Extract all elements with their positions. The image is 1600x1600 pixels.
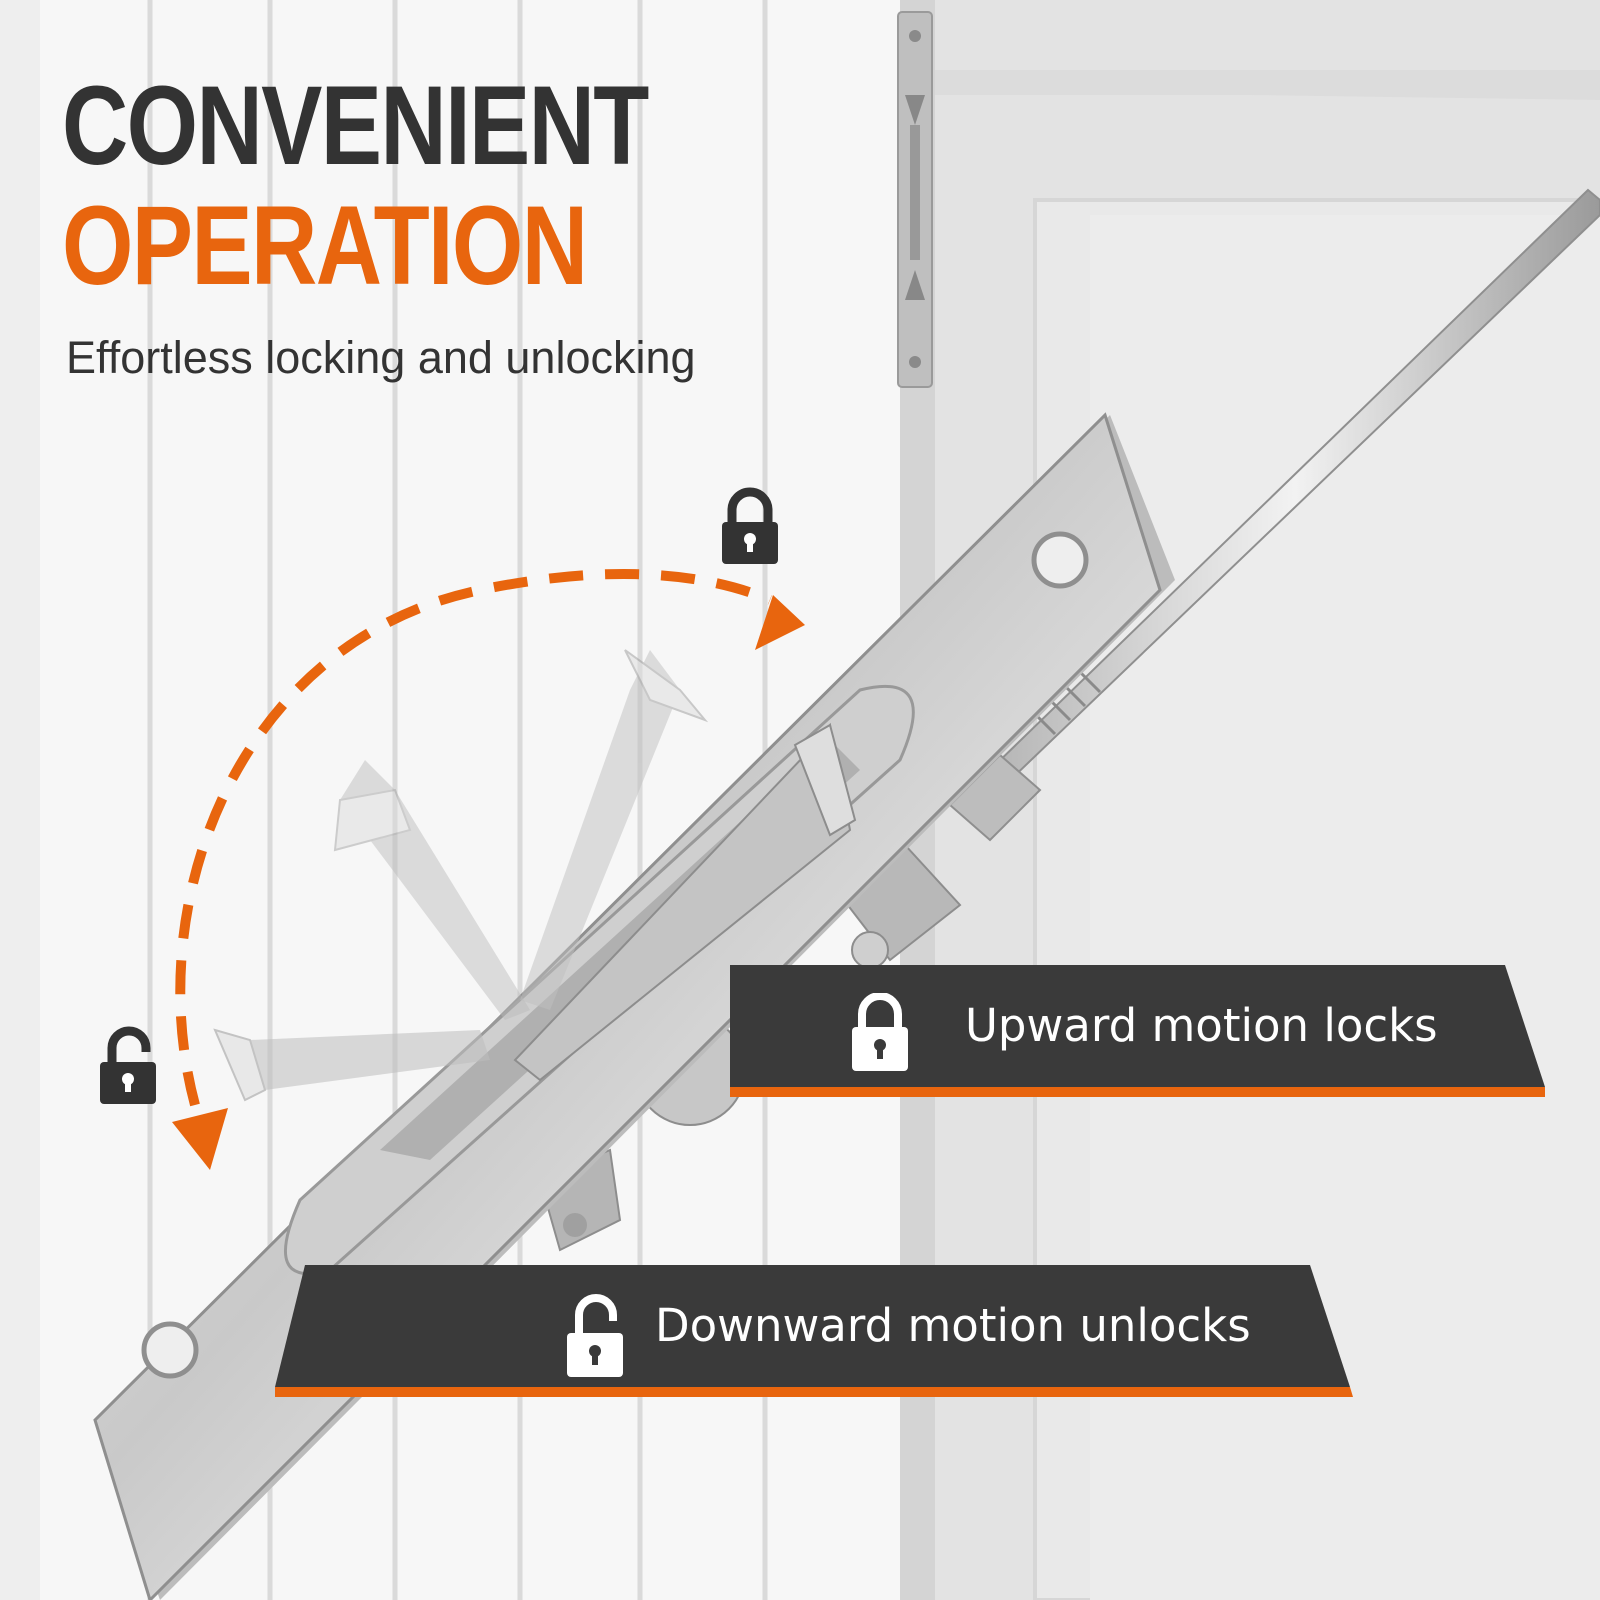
callout-downward-unlocks: Downward motion unlocks [275, 1265, 1355, 1397]
padlock-open-icon [100, 1026, 156, 1104]
door-edge-bolt [897, 11, 933, 388]
headline-line-1: CONVENIENT [62, 63, 649, 188]
callout-banner [730, 965, 1545, 1097]
motion-arc [172, 569, 805, 1170]
subtitle: Effortless locking and unlocking [66, 332, 696, 383]
lever-handle [513, 722, 857, 1082]
callout-banner [275, 1265, 1353, 1397]
arrow-head-down [172, 1108, 228, 1170]
bolt-rod [948, 188, 1600, 842]
callout-upward-locks: Upward motion locks [730, 965, 1545, 1097]
callout-lock-label: Upward motion locks [965, 999, 1438, 1052]
callout-unlock-label: Downward motion unlocks [655, 1299, 1251, 1352]
padlock-closed-icon [852, 993, 908, 1071]
headline-line-2: OPERATION [62, 183, 588, 308]
arrow-head-up [755, 595, 805, 650]
lever-motion-ghosts [213, 649, 709, 1102]
padlock-open-icon [567, 1294, 623, 1377]
padlock-closed-icon [722, 487, 778, 564]
